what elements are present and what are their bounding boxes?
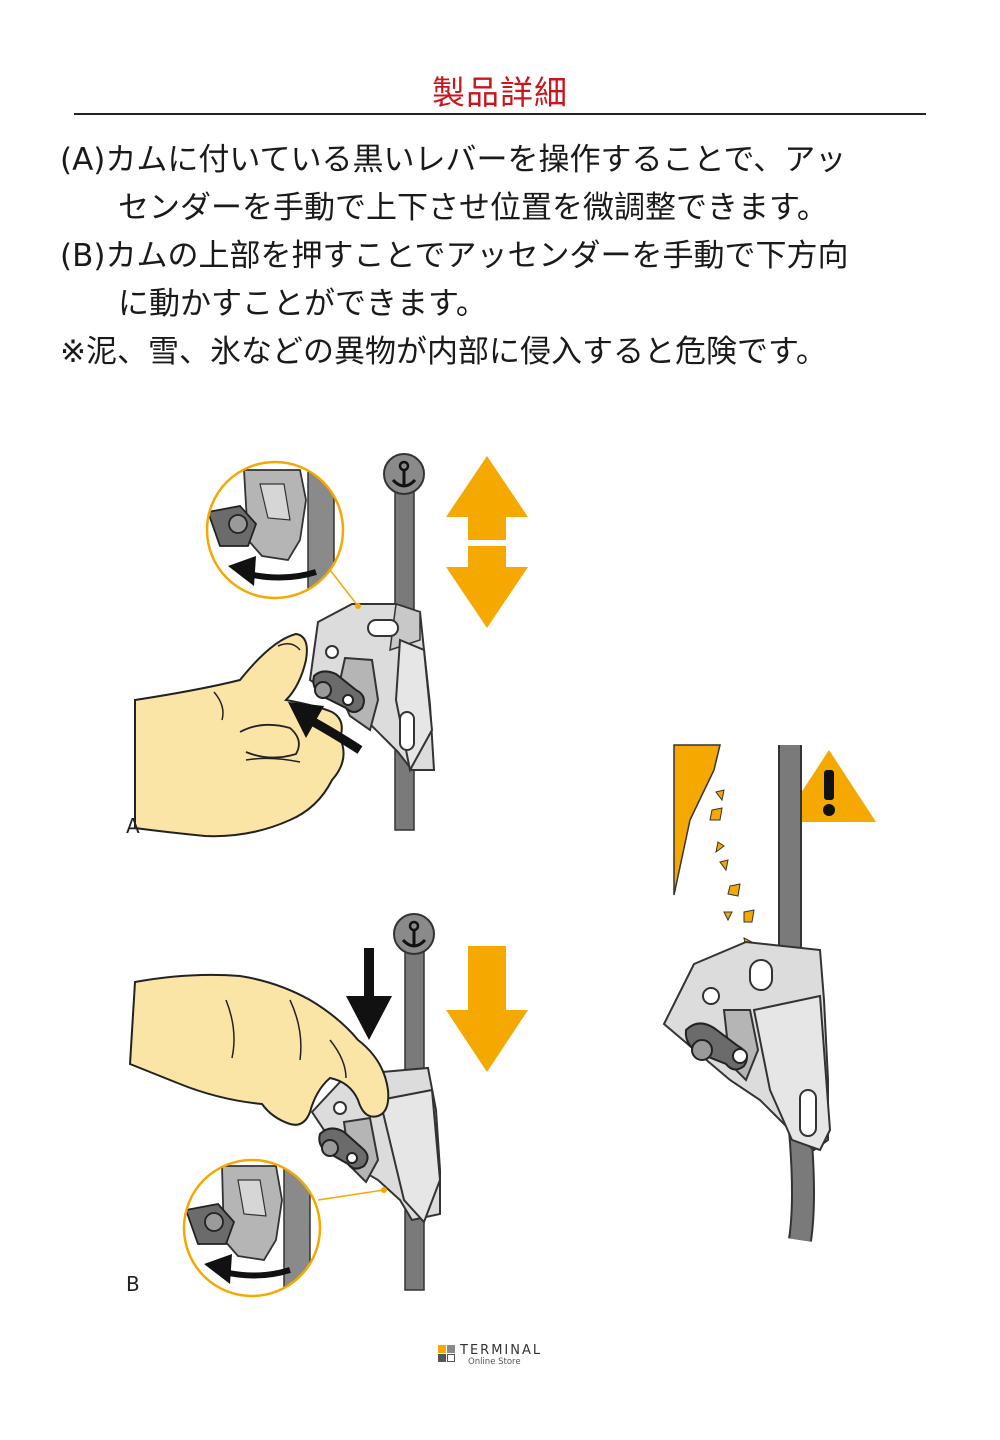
down-arrow-icon [446, 946, 528, 1072]
debris-particles [710, 790, 754, 950]
footer-logo: TERMINAL Online Store [438, 1345, 568, 1371]
footer-sub: Online Store [468, 1357, 521, 1367]
warning-figure [664, 745, 876, 1240]
figure-a [135, 454, 528, 836]
logo-square-icon [447, 1345, 455, 1353]
logo-square-icon [438, 1345, 446, 1353]
ascender-device-c [664, 942, 830, 1150]
figure-label-b: B [126, 1272, 140, 1296]
detail-circle-a [200, 460, 358, 606]
detail-circle-b [180, 1158, 384, 1298]
anchor-icon [394, 914, 434, 954]
footer-brand: TERMINAL [460, 1343, 542, 1358]
logo-square-icon [447, 1354, 455, 1362]
push-down-arrow-icon [346, 948, 392, 1040]
figure-label-a: A [126, 814, 140, 838]
figure-b [130, 914, 528, 1298]
anchor-icon [384, 454, 424, 494]
up-down-arrows-icon [446, 456, 528, 628]
logo-square-icon [438, 1354, 446, 1362]
